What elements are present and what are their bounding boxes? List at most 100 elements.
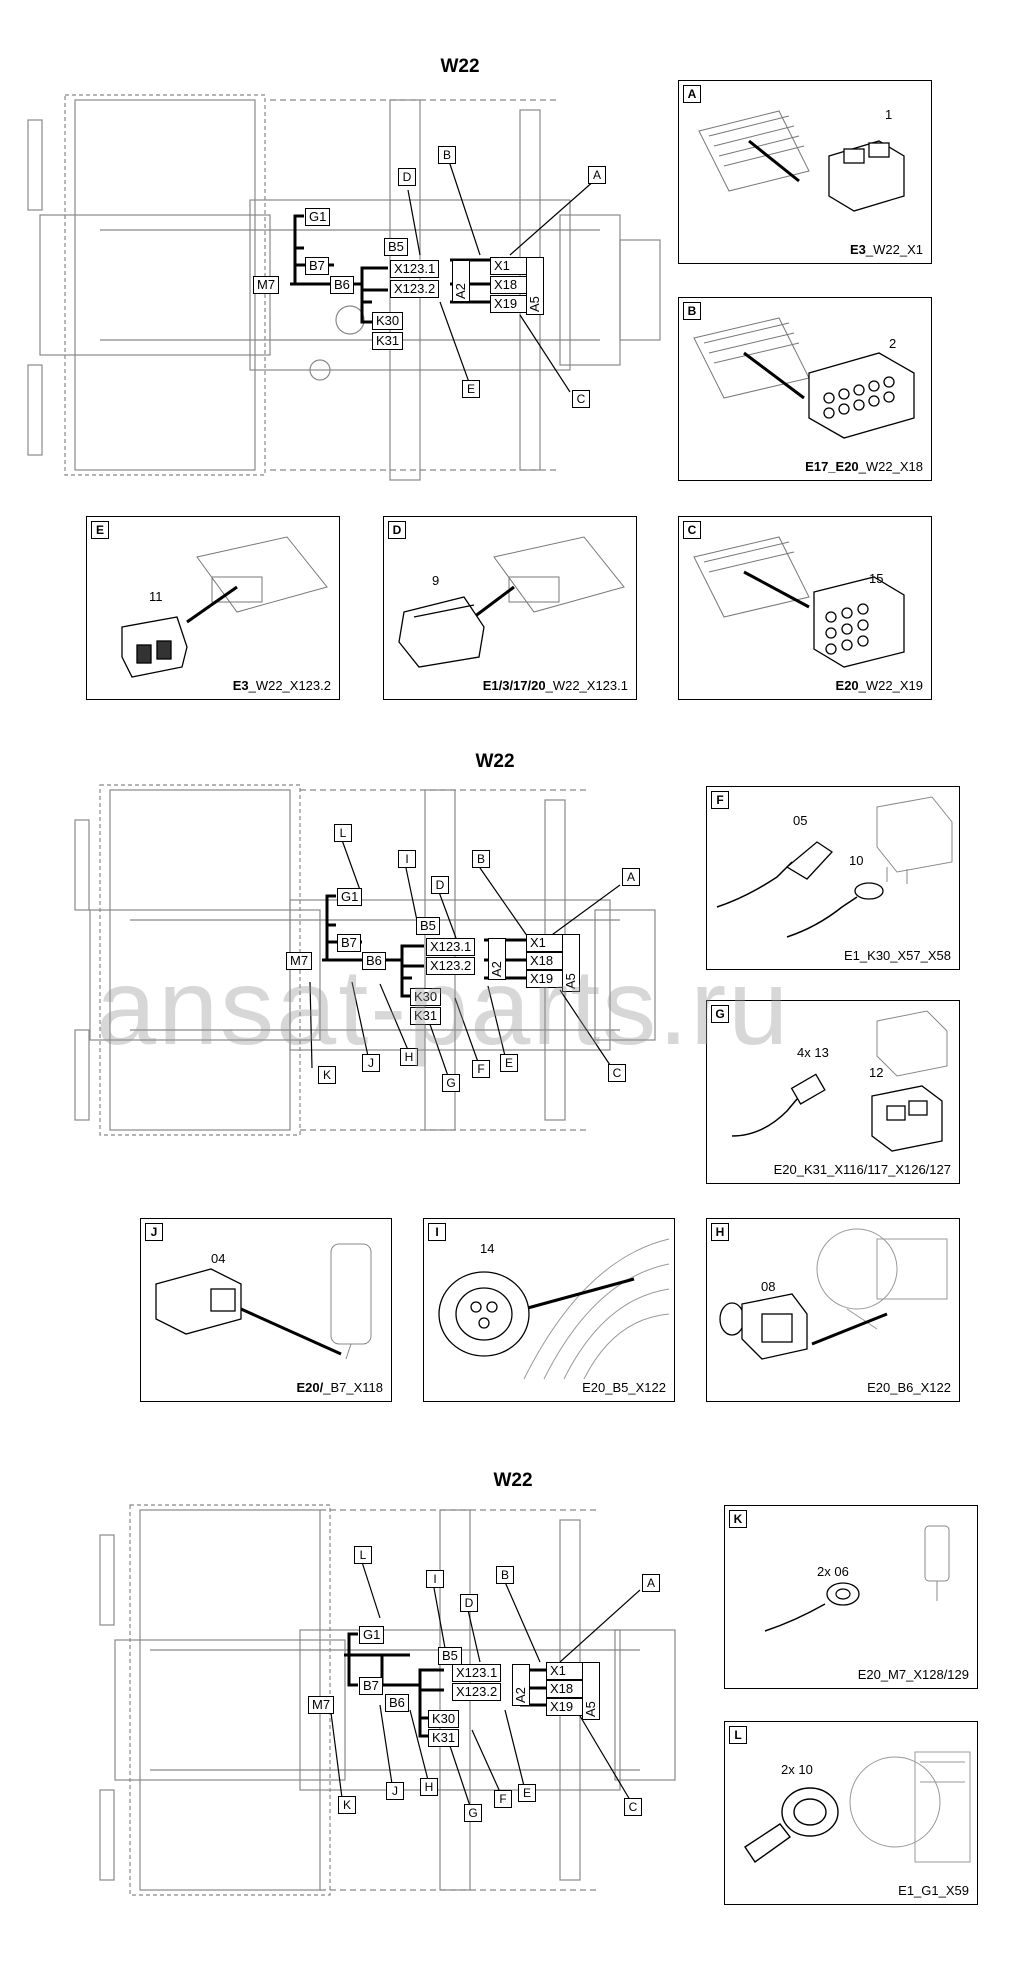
detail-panel-j: J 04 E20/_B7_X118 — [140, 1218, 392, 1402]
vehicle-diagram-1: G1 B5 B7 M7 B6 X123.1 X123.2 A2 X1 X18 X… — [0, 0, 680, 500]
callout-e: E — [462, 380, 480, 398]
tag-k30-3: K30 — [428, 1710, 460, 1728]
connector-illustration-j — [155, 1243, 372, 1360]
panel-e-part-number: 11 — [149, 589, 163, 604]
tag-k31-2: K31 — [410, 1007, 442, 1025]
panel-a-letter: A — [683, 85, 701, 103]
tag-b5-3: B5 — [438, 1647, 462, 1665]
tag-x123-2-3: X123.2 — [452, 1683, 502, 1701]
panel-b-caption: E17_E20_W22_X18 — [805, 459, 923, 474]
callout-c-2: C — [608, 1064, 626, 1082]
vehicle-diagram-2: G1 B5 B7 M7 B6 X123.1 X123.2 A2 X1 X18 X… — [0, 760, 700, 1160]
callout-f-3: F — [494, 1790, 512, 1808]
panel-h-letter: H — [711, 1223, 729, 1241]
connector-illustration-e — [121, 536, 328, 678]
tag-x123-2-2: X123.2 — [426, 957, 476, 975]
tag-b7-2: B7 — [337, 934, 361, 952]
panel-b-part-number: 2 — [889, 336, 897, 351]
detail-panel-g: G 4x 13 12 E20_K31_X116/117_X126/127 — [706, 1000, 960, 1184]
callout-i-3: I — [426, 1570, 444, 1588]
tag-g1-2: G1 — [337, 888, 363, 906]
tag-x1-3: X1 — [546, 1662, 584, 1680]
tag-b7: B7 — [305, 257, 329, 275]
tag-a5-2: A5 — [562, 934, 580, 992]
panel-g-part-number-2: 12 — [869, 1065, 884, 1080]
vehicle-outline-1 — [27, 94, 661, 481]
tag-x18-2: X18 — [526, 952, 564, 970]
panel-l-part-number: 2x 10 — [781, 1762, 813, 1777]
tag-m7-3: M7 — [308, 1696, 335, 1714]
callout-b-3: B — [496, 1566, 514, 1584]
panel-e-caption: E3_W22_X123.2 — [232, 678, 331, 693]
tag-a2-2: A2 — [488, 938, 506, 980]
tag-a5: A5 — [526, 257, 544, 315]
panel-j-part-number: 04 — [211, 1251, 226, 1266]
connector-illustration-c — [693, 536, 905, 668]
panel-h-part-number: 08 — [761, 1279, 776, 1294]
connector-illustration-i — [438, 1238, 670, 1380]
panel-k-letter: K — [729, 1510, 747, 1528]
tag-g1: G1 — [305, 208, 331, 226]
panel-g-letter: G — [711, 1005, 729, 1023]
callout-k-2: K — [318, 1066, 336, 1084]
tag-a2-3: A2 — [512, 1664, 530, 1706]
detail-panel-c: C 15 E20_W22_X19 — [678, 516, 932, 700]
detail-panel-e: E 11 E3_W22_X123.2 — [86, 516, 340, 700]
panel-a-caption: E3_W22_X1 — [850, 242, 923, 257]
callout-f-2: F — [472, 1060, 490, 1078]
panel-b-letter: B — [683, 302, 701, 320]
tag-m7: M7 — [253, 276, 280, 294]
callout-g-2: G — [442, 1074, 460, 1092]
connector-illustration-f — [716, 796, 953, 938]
callout-c-3: C — [624, 1798, 642, 1816]
panel-k-part-number: 2x 06 — [817, 1564, 849, 1579]
panel-c-caption: E20_W22_X19 — [835, 678, 923, 693]
callout-d: D — [398, 168, 416, 186]
callout-a-3: A — [642, 1574, 660, 1592]
callout-e-3: E — [518, 1784, 536, 1802]
callout-l-3: L — [354, 1546, 372, 1564]
tag-b6: B6 — [330, 276, 354, 294]
panel-e-letter: E — [91, 521, 109, 539]
panel-d-part-number: 9 — [432, 573, 440, 588]
diagram-title-3: W22 — [493, 1470, 533, 1491]
detail-panel-a: A 1 E3_W22_X1 — [678, 80, 932, 264]
callout-a: A — [588, 166, 606, 184]
panel-l-letter: L — [729, 1726, 747, 1744]
tag-b5-2: B5 — [416, 917, 440, 935]
callout-b: B — [438, 146, 456, 164]
tag-b6-2: B6 — [362, 952, 386, 970]
tag-x1-2: X1 — [526, 934, 564, 952]
panel-g-part-number-1: 4x 13 — [797, 1045, 829, 1060]
tag-x123-1: X123.1 — [390, 260, 440, 278]
panel-f-caption: E1_K30_X57_X58 — [844, 948, 951, 963]
callout-h-2: H — [400, 1048, 418, 1066]
detail-panel-l: L 2x 10 E1_G1_X59 — [724, 1721, 978, 1905]
tag-a5-3: A5 — [582, 1662, 600, 1720]
panel-j-letter: J — [145, 1223, 163, 1241]
tag-m7-2: M7 — [286, 952, 313, 970]
tag-k30: K30 — [372, 312, 404, 330]
connector-illustration-d — [398, 536, 625, 668]
tag-x123-1-3: X123.1 — [452, 1664, 502, 1682]
connector-illustration-b — [693, 317, 915, 439]
panel-f-part-number-1: 05 — [793, 813, 808, 828]
panel-c-letter: C — [683, 521, 701, 539]
panel-d-caption: E1/3/17/20_W22_X123.1 — [482, 678, 628, 693]
panel-h-caption: E20_B6_X122 — [867, 1380, 951, 1395]
callout-k-3: K — [338, 1796, 356, 1814]
tag-x123-2: X123.2 — [390, 280, 440, 298]
callout-l-2: L — [334, 824, 352, 842]
tag-a2: A2 — [452, 260, 470, 302]
panel-j-caption: E20/_B7_X118 — [296, 1380, 383, 1395]
callout-e-2: E — [500, 1054, 518, 1072]
tag-x19-3: X19 — [546, 1698, 584, 1716]
connector-illustration-h — [719, 1228, 948, 1360]
diagram-title-2: W22 — [475, 751, 515, 772]
connector-illustration-k — [764, 1525, 950, 1632]
tag-k30-2: K30 — [410, 988, 442, 1006]
connector-illustration-a — [698, 110, 905, 212]
diagram-title-1: W22 — [440, 56, 480, 77]
connector-illustration-g — [731, 1010, 948, 1152]
callout-h-3: H — [420, 1778, 438, 1796]
